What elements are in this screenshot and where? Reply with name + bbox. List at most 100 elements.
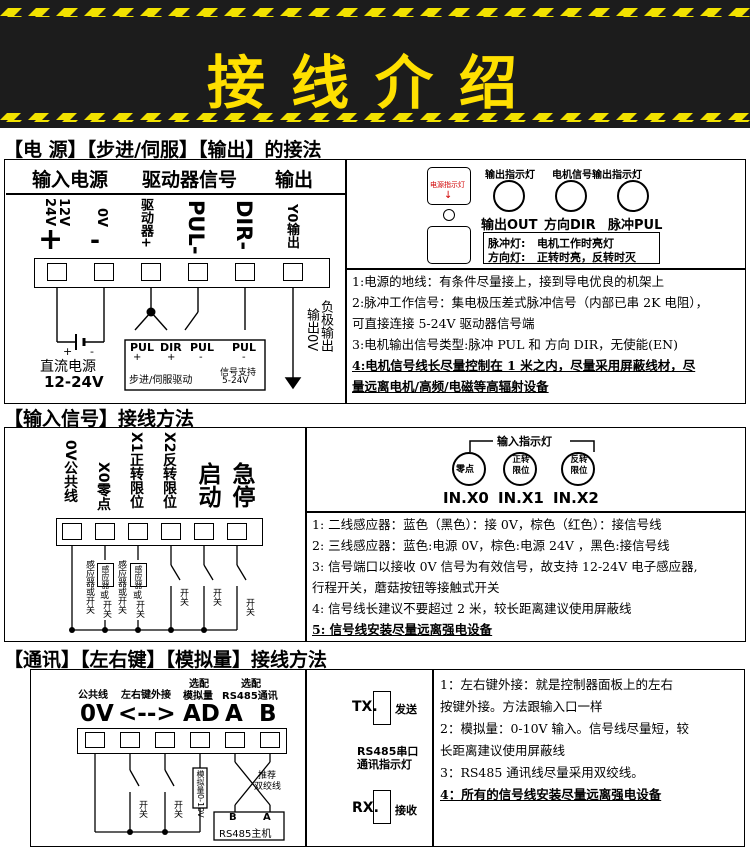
title-banner: 接线介绍: [0, 0, 750, 128]
section2-title: 【输入信号】接线方法: [4, 408, 195, 430]
in-pin-stop: 急停: [228, 462, 254, 508]
power-led-label: 电源指示灯: [430, 181, 465, 189]
banner-stripes: [0, 8, 750, 122]
switch-2: 开关: [211, 588, 221, 606]
head-rs485-2: RS485通讯: [222, 691, 278, 702]
s3-note-4: 长距离建议使用屏蔽线: [440, 743, 566, 758]
banner-title: 接线介绍: [206, 49, 543, 117]
power-button-box: [427, 226, 471, 264]
section1-title: 【电 源】【步进/伺服】【输出】的接法: [4, 139, 322, 161]
head-analog-2: 模拟量: [183, 691, 213, 702]
head-lr-keys: 左右键外接: [121, 690, 171, 701]
led-pul: [617, 180, 649, 212]
drv-signal: 信号支持: [220, 368, 257, 378]
drv-pul3: PUL: [232, 341, 257, 354]
com-pin-ad: AD: [183, 701, 220, 727]
input-panel-title: 输入指示灯: [497, 435, 552, 448]
drv-minus1: -: [199, 352, 203, 363]
led-zero: [452, 452, 486, 486]
sensor-b-box: [130, 563, 147, 587]
drv-dir: DIR: [160, 341, 182, 354]
section2-divider: [305, 427, 307, 642]
dc-plus-sign: +: [63, 345, 73, 358]
power-arrow-icon: ↓: [444, 190, 453, 201]
in-x0-label: IN.X0: [443, 489, 489, 507]
in-term-start: [194, 523, 214, 540]
com-pin-b: B: [259, 701, 277, 727]
s2-note-3: 3: 信号端口以接收 0V 信号为有效信号，故支持 12-24V 电子感应器,: [312, 559, 698, 574]
head-analog-1: 选配: [189, 679, 209, 690]
head-common: 公共线: [78, 690, 108, 701]
led-rev-limit: [561, 452, 595, 486]
sensor-a: 感应器: [101, 565, 110, 589]
drv-pul1: PUL: [130, 341, 155, 354]
com-pin-0v: 0V: [80, 701, 114, 727]
section3-title: 【通讯】【左右键】【模拟量】接线方法: [4, 649, 328, 671]
s1-note-5: 4:电机信号线长尽量控制在 1 米之内，尽量采用屏蔽线材，尽: [352, 358, 696, 373]
power-led: [443, 209, 455, 221]
led-out: [493, 180, 525, 212]
led-output-label: 输出指示灯: [485, 170, 535, 181]
section3-frame: [30, 669, 745, 847]
dc-label: 直流电源: [40, 359, 96, 375]
host-label: RS485主机: [219, 829, 272, 840]
or-1: 或: [100, 591, 110, 601]
tx-text: 发送: [395, 703, 417, 716]
led-out-text: 输出OUT: [481, 218, 538, 233]
drv-plus1: +: [133, 352, 142, 363]
s3-note-2: 按键外接。方法跟输入口一样: [440, 699, 603, 714]
s1-note-6: 量远离电机/高频/电磁等高辐射设备: [352, 379, 549, 394]
analog-label: 模拟量0-10V: [196, 770, 205, 818]
section3-divider-1: [305, 669, 307, 847]
in-pin-0v: 0V公共线: [62, 440, 78, 503]
in-pin-start: 启动: [194, 462, 220, 508]
rx-led: [373, 790, 391, 824]
s3-note-3: 2：模拟量：0-10V 输入。信号线尽量短，较: [440, 721, 690, 736]
s2-note-4: 行程开关，蘑菇按钮等接触式开关: [312, 580, 500, 595]
section3-notes: 1：左右键外接：就是控制器面板上的左右 按键外接。方法跟输入口一样 2：模拟量：…: [440, 674, 689, 806]
com-term-0v: [85, 732, 105, 748]
drv-pul2: PUL: [190, 341, 215, 354]
s3-note-1: 1：左右键外接：就是控制器面板上的左右: [440, 677, 673, 692]
dc-voltage: 12-24V: [44, 373, 104, 391]
in-term-x2: [161, 523, 181, 540]
led-rev-limit-text: 反转限位: [570, 455, 588, 476]
pin-y0: Y0输出: [284, 204, 299, 249]
section2-notes: 1: 二线感应器：蓝色（黑色）：接 0V，棕色（红色）：接信号线 2: 三线感应…: [312, 514, 698, 640]
drv-minus2: -: [242, 352, 246, 363]
in-pin-x1: X1正转限位: [128, 432, 144, 509]
in-pin-x2: X2反转限位: [161, 432, 177, 509]
switch-a: 开关: [101, 600, 111, 618]
led-zero-text: 零点: [456, 465, 475, 475]
power-indicator-box: [427, 167, 471, 205]
twisted-rec-1: 推荐: [258, 771, 277, 781]
led-fwd-limit: [503, 452, 537, 486]
com-switch-2: 开关: [172, 800, 182, 818]
switch-b: 开关: [134, 600, 144, 618]
s2-note-2: 2: 三线感应器：蓝色:电源 0V，棕色:电源 24V ，黑色:接信号线: [312, 538, 670, 553]
section1-divider: [345, 159, 347, 404]
legend1-value: 电机工作时亮灯: [537, 237, 614, 250]
com-pin-arrow: <-->: [118, 701, 176, 727]
led-dir-text: 方向DIR: [544, 218, 596, 233]
com-switch-1: 开关: [137, 800, 147, 818]
section1-notes-divider: [345, 268, 746, 270]
dc-minus-sign: -: [90, 345, 94, 358]
section1-notes: 1:电源的地线：有条件尽量接上，接到导电优良的机架上 2:脉冲工作信号：集电极压…: [352, 271, 708, 397]
drv-plus2: +: [167, 352, 176, 363]
pin-driver-plus: 驱动器+: [138, 198, 153, 248]
terminal-0v: [94, 263, 114, 281]
com-term-left: [120, 732, 140, 748]
switch-1: 开关: [178, 588, 188, 606]
s2-note-1: 1: 二线感应器：蓝色（黑色）：接 0V，棕色（红色）：接信号线: [312, 517, 662, 532]
in-x2-label: IN.X2: [553, 489, 599, 507]
in-term-0v: [62, 523, 82, 540]
s2-note-5: 4: 信号线长建议不要超过 2 米，较长距离建议使用屏蔽线: [312, 601, 632, 616]
rx-label: RX.: [352, 800, 379, 816]
rs485-label-2: 通讯指示灯: [357, 758, 412, 771]
pin-pul: PUL-: [184, 200, 208, 255]
s2-note-6: 5: 信号线安装尽量远离强电设备: [312, 622, 493, 637]
out-label-1: 输出0V: [304, 308, 319, 352]
